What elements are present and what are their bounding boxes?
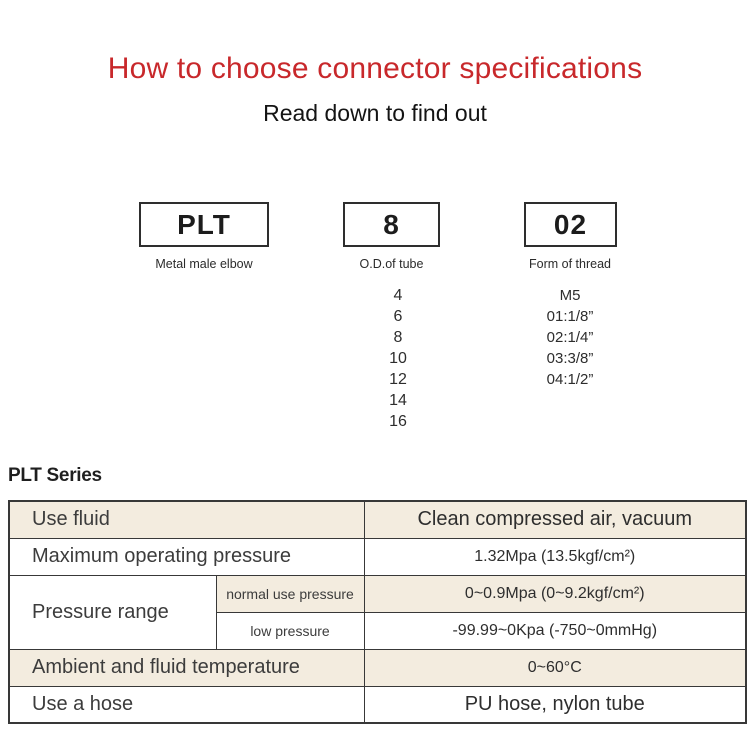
page-subtitle: Read down to find out <box>263 100 487 126</box>
thread-form-option: 02:1/4” <box>546 329 594 346</box>
table-row: Pressure range normal use pressure 0~0.9… <box>8 574 747 650</box>
tube-od-option: 14 <box>389 392 407 409</box>
code-label-tube-od: O.D.of tube <box>359 257 424 271</box>
table-row: low pressure -99.99~0Kpa (-750~0mmHg) <box>9 611 747 650</box>
code-label-series: Metal male elbow <box>155 257 253 271</box>
tube-od-option-list: 4 6 8 10 12 14 16 <box>348 285 448 432</box>
code-box-series: PLT <box>139 202 269 247</box>
tube-od-option: 6 <box>393 308 403 325</box>
tube-od-option: 16 <box>389 413 407 430</box>
spec-label-pressure-range: Pressure range <box>8 574 217 650</box>
table-row: Ambient and fluid temperature 0~60°C <box>8 648 747 687</box>
thread-form-option: M5 <box>559 287 581 304</box>
tube-od-option: 10 <box>389 350 407 367</box>
code-label-thread-form: Form of thread <box>529 257 611 271</box>
table-row: Maximum operating pressure 1.32Mpa (13.5… <box>8 537 747 576</box>
thread-form-option: 01:1/8” <box>546 308 594 325</box>
spec-label-use-fluid: Use fluid <box>8 500 365 539</box>
spec-label-max-pressure: Maximum operating pressure <box>8 537 365 576</box>
spec-label-temperature: Ambient and fluid temperature <box>8 648 365 687</box>
table-row: Use fluid Clean compressed air, vacuum <box>8 500 747 539</box>
tube-od-option: 4 <box>393 287 403 304</box>
page-title: How to choose connector specifications <box>107 52 643 85</box>
tube-od-option: 8 <box>393 329 403 346</box>
thread-form-option: 03:3/8” <box>546 350 594 367</box>
tube-od-option: 12 <box>389 371 407 388</box>
code-box-tube-od: 8 <box>343 202 440 247</box>
spec-sublabel-normal-pressure: normal use pressure <box>215 574 365 613</box>
spec-value-max-pressure: 1.32Mpa (13.5kgf/cm²) <box>363 537 747 576</box>
spec-label-hose: Use a hose <box>8 685 365 724</box>
spec-sublabel-low-pressure: low pressure <box>215 611 365 650</box>
spec-value-hose: PU hose, nylon tube <box>363 685 747 724</box>
thread-form-option: 04:1/2” <box>546 371 594 388</box>
series-heading: PLT Series <box>8 465 102 486</box>
spec-value-use-fluid: Clean compressed air, vacuum <box>363 500 747 539</box>
code-box-thread-form: 02 <box>524 202 617 247</box>
spec-value-temperature: 0~60°C <box>363 648 747 687</box>
spec-value-normal-pressure: 0~0.9Mpa (0~9.2kgf/cm²) <box>363 574 747 613</box>
thread-form-option-list: M5 01:1/8” 02:1/4” 03:3/8” 04:1/2” <box>510 285 630 390</box>
table-row: Use a hose PU hose, nylon tube <box>8 685 747 724</box>
spec-table: Use fluid Clean compressed air, vacuum M… <box>8 500 747 724</box>
spec-value-low-pressure: -99.99~0Kpa (-750~0mmHg) <box>363 611 747 650</box>
